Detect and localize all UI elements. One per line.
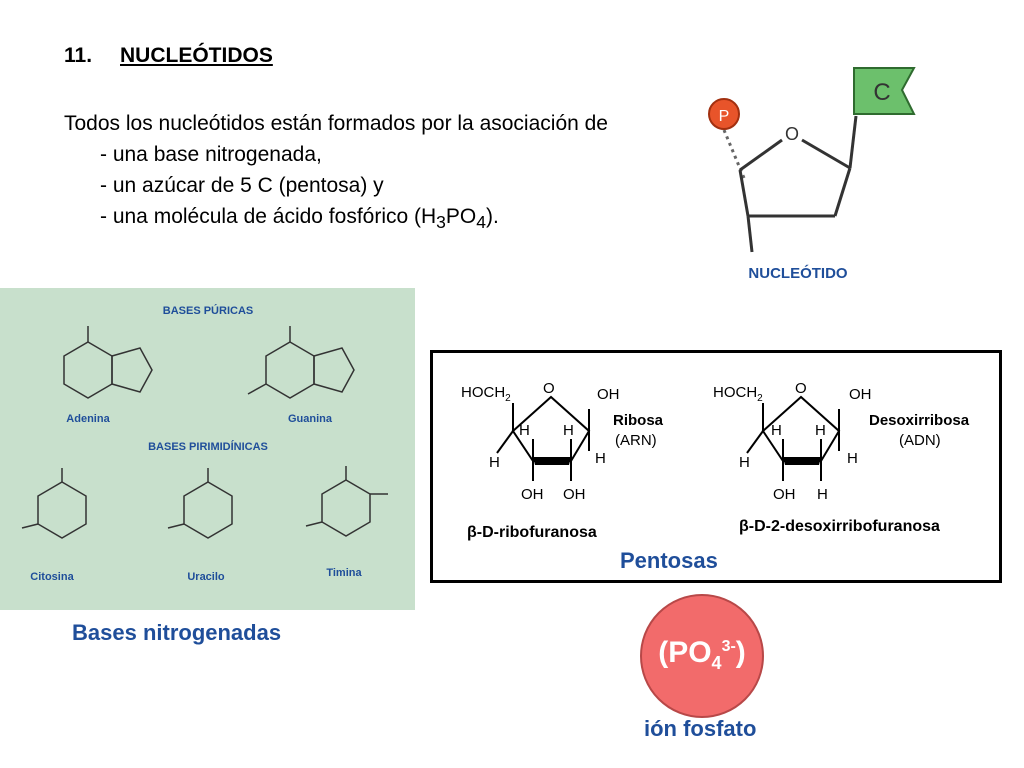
adenine-ring-5 [111, 347, 153, 393]
bases-panel: BASES PÚRICAS BASES PIRIMIDÍNICAS [0, 288, 415, 610]
ribose-h-4: H [489, 454, 500, 471]
deoxy-o: O [795, 380, 807, 397]
deoxy-h-1: H [847, 450, 858, 467]
intro-item-sugar: - un azúcar de 5 C (pentosa) y [100, 174, 384, 197]
ring-o-label: O [785, 124, 799, 144]
ribose-structure: HOCH2 O OH H H H H OH OH Ribosa (ARN) [461, 380, 664, 503]
deoxy-h-4: H [739, 454, 750, 471]
ribose-name: Ribosa [613, 412, 664, 429]
guanine-label: Guanina [288, 413, 333, 425]
ribose-h-2: H [563, 422, 574, 439]
acid-text: - una molécula de ácido fosfórico (H [100, 205, 437, 228]
adenine-ring [63, 341, 113, 399]
acid-sub-4: 4 [476, 212, 486, 233]
phosphate-circle [640, 594, 764, 718]
deoxy-h-3: H [771, 422, 782, 439]
base-c-label: C [873, 79, 890, 106]
deoxyribose-structure: HOCH2 O OH H H H H OH H Desoxirribosa (A… [713, 380, 970, 503]
ribo-caption: β-D-ribofuranosa [467, 524, 597, 541]
uracil-label: Uracilo [187, 571, 225, 583]
nucleotide-caption: NUCLEÓTIDO [748, 264, 847, 282]
ribose-note: (ARN) [615, 432, 657, 449]
ribose-o: O [543, 380, 555, 397]
ribose-h-3: H [519, 422, 530, 439]
guanine-ring-5 [313, 347, 355, 393]
acid-text-po: PO [445, 205, 477, 228]
section-number: 11. [64, 44, 93, 67]
ribose-oh-1: OH [597, 386, 620, 403]
thymine-label: Timina [326, 567, 362, 579]
acid-text-end: ). [485, 205, 499, 228]
intro-item-acid: - una molécula de ácido fosfórico (H3PO4… [64, 201, 624, 238]
cytosine-label: Citosina [30, 571, 74, 583]
ribose-h-1: H [595, 450, 606, 467]
pentoses-box: HOCH2 O OH H H H H OH OH Ribosa (ARN) HO… [430, 350, 1002, 583]
phosphate-caption: ión fosfato [644, 716, 757, 741]
deoxy-oh-3: OH [773, 486, 796, 503]
deoxy-name: Desoxirribosa [869, 412, 970, 429]
section-heading: 11. NUCLEÓTIDOS [64, 44, 273, 68]
deoxy-note: (ADN) [899, 432, 941, 449]
thymine-ring [321, 479, 371, 537]
intro-item-base: - una base nitrogenada, [100, 143, 322, 166]
intro-text: Todos los nucleótidos están formados por… [64, 108, 624, 238]
acid-sub-3: 3 [436, 212, 446, 233]
deoxy-h-2b: H [817, 486, 828, 503]
deoxy-h-2: H [815, 422, 826, 439]
guanine-ring [265, 341, 315, 399]
phosphate-ball-icon [708, 98, 740, 130]
pentoses-caption: Pentosas [620, 548, 718, 573]
p-label: P [719, 108, 730, 125]
phosphate-formula: (PO43-) [658, 636, 746, 673]
purine-title: BASES PÚRICAS [163, 304, 253, 317]
ribose-hoch2: HOCH2 [461, 384, 511, 404]
deoxy-hoch2: HOCH2 [713, 384, 763, 404]
ribose-oh-2: OH [563, 486, 586, 503]
base-flag-icon [853, 67, 916, 115]
uracil-ring [183, 481, 233, 539]
deoxy-oh-1: OH [849, 386, 872, 403]
pyrimidine-title: BASES PIRIMIDÍNICAS [148, 440, 268, 453]
bases-caption: Bases nitrogenadas [72, 620, 282, 645]
intro-line: Todos los nucleótidos están formados por… [64, 112, 608, 135]
deoxy-caption: β-D-2-desoxirribofuranosa [739, 518, 940, 535]
nucleotide-diagram: P O C NUCLEÓTIDO [690, 60, 940, 290]
ribose-oh-3: OH [521, 486, 544, 503]
cytosine-ring [37, 481, 87, 539]
section-title: NUCLEÓTIDOS [120, 44, 273, 67]
adenine-label: Adenina [66, 413, 110, 425]
